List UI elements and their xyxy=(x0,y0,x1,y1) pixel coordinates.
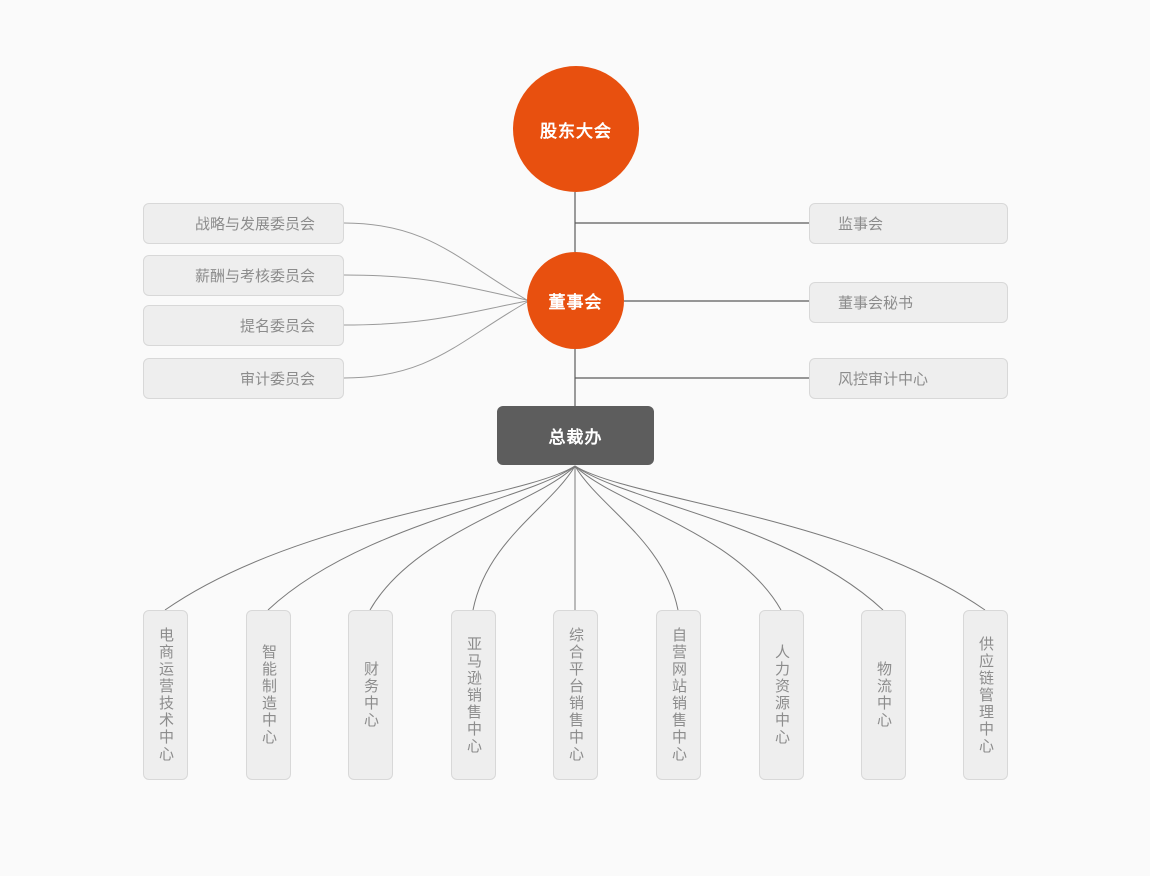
edge-committee-4 xyxy=(343,301,528,379)
edge-dept-2 xyxy=(267,465,576,611)
node-president-office[interactable]: 总裁办 xyxy=(497,406,654,465)
node-board-of-directors[interactable]: 董事会 xyxy=(527,252,624,349)
edge-dept-9 xyxy=(574,465,986,611)
edge-committee-3 xyxy=(343,300,528,326)
edge-dept-8 xyxy=(574,465,884,611)
edge-dept-4 xyxy=(472,465,576,611)
node-self-operated-website-sales-center[interactable]: 自营网站销售中心 xyxy=(656,610,701,780)
node-risk-control-audit-center[interactable]: 风控审计中心 xyxy=(809,358,1008,399)
node-strategy-development-committee[interactable]: 战略与发展委员会 xyxy=(143,203,344,244)
edge-dept-1 xyxy=(164,465,576,611)
node-amazon-sales-center[interactable]: 亚马逊销售中心 xyxy=(451,610,496,780)
node-supply-chain-management-center[interactable]: 供应链管理中心 xyxy=(963,610,1008,780)
node-shareholders-meeting[interactable]: 股东大会 xyxy=(513,66,639,192)
node-compensation-appraisal-committee[interactable]: 薪酬与考核委员会 xyxy=(143,255,344,296)
edge-dept-7 xyxy=(574,465,782,611)
node-audit-committee[interactable]: 审计委员会 xyxy=(143,358,344,399)
node-ecommerce-operations-tech-center[interactable]: 电商运营技术中心 xyxy=(143,610,188,780)
node-intelligent-manufacturing-center[interactable]: 智能制造中心 xyxy=(246,610,291,780)
node-human-resources-center[interactable]: 人力资源中心 xyxy=(759,610,804,780)
node-nomination-committee[interactable]: 提名委员会 xyxy=(143,305,344,346)
node-finance-center[interactable]: 财务中心 xyxy=(348,610,393,780)
edge-dept-6 xyxy=(574,465,679,611)
node-supervisory-board[interactable]: 监事会 xyxy=(809,203,1008,244)
node-integrated-platform-sales-center[interactable]: 综合平台销售中心 xyxy=(553,610,598,780)
node-board-secretary[interactable]: 董事会秘书 xyxy=(809,282,1008,323)
edge-committee-1 xyxy=(343,222,528,301)
edge-dept-3 xyxy=(369,465,576,611)
node-logistics-center[interactable]: 物流中心 xyxy=(861,610,906,780)
edge-committee-2 xyxy=(343,274,528,301)
